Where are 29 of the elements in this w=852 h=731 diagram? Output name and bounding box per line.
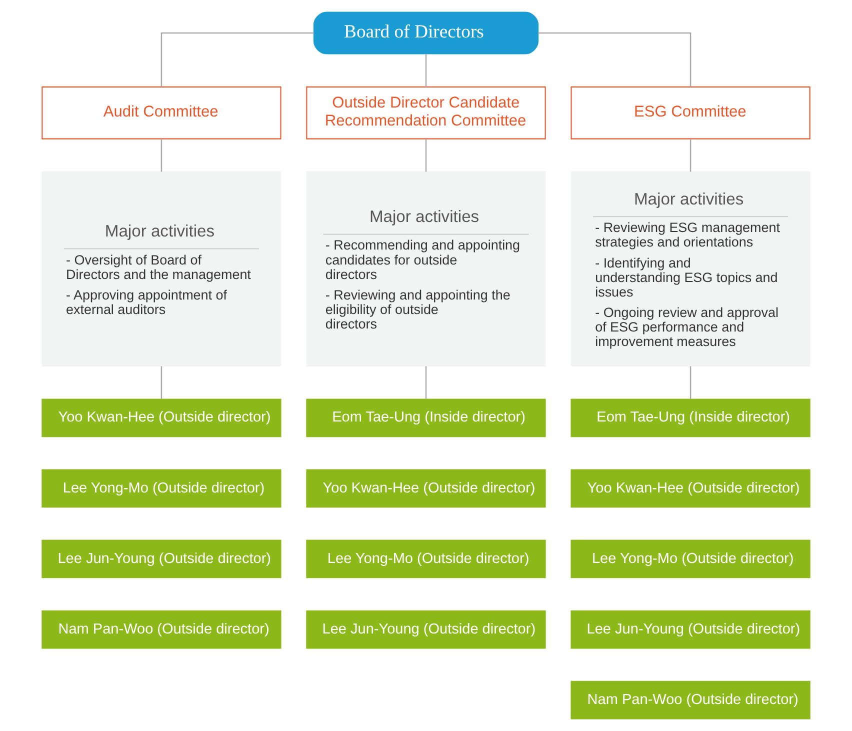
node-box: Lee Yong-Mo (Outside director) (306, 540, 546, 578)
node-box: ESG Committee (570, 86, 810, 140)
node-box: Major activities - Reviewing ESG management strategies and orientations - Identifying and understanding ESG topics and issues - Ongoing review and approval of ESG performance and improvement measures (570, 172, 810, 367)
node-box: Lee Jun-Young (Outside director) (570, 610, 810, 649)
node-box: Eom Tae-Ung (Inside director) (306, 398, 546, 438)
node-box: Lee Jun-Young (Outside director) (42, 540, 282, 578)
node-box: Eom Tae-Ung (Inside director) (570, 398, 810, 438)
node-box: Lee Jun-Young (Outside director) (306, 610, 546, 649)
connector (690, 366, 692, 399)
connector (425, 366, 427, 399)
connector (160, 139, 162, 172)
node-box: Board of Directors (313, 12, 539, 54)
node-box: Yoo Kwan-Hee (Outside director) (570, 469, 810, 508)
node-box: Outside Director Candidate Recommendation Committee (306, 86, 546, 140)
node-box: Lee Yong-Mo (Outside director) (570, 540, 810, 578)
node-box: Nam Pan-Woo (Outside director) (42, 610, 282, 649)
connector (160, 32, 314, 87)
connector (160, 366, 162, 399)
node-box: Audit Committee (42, 86, 282, 140)
connector (690, 139, 692, 172)
node-box: Lee Yong-Mo (Outside director) (42, 469, 282, 508)
node-box: Yoo Kwan-Hee (Outside director) (42, 398, 282, 438)
node-box: Major activities - Recommending and appointing candidates for outside directors - Reviewing and appointing the eligibility of outside directors (306, 172, 546, 367)
connector (538, 32, 692, 87)
connector (425, 54, 427, 87)
node-box: Yoo Kwan-Hee (Outside director) (306, 469, 546, 508)
node-box: Nam Pan-Woo (Outside director) (570, 680, 810, 720)
connector (425, 139, 427, 172)
node-box: Major activities - Oversight of Board of Directors and the management - Approving appointment of external auditors (42, 172, 282, 367)
